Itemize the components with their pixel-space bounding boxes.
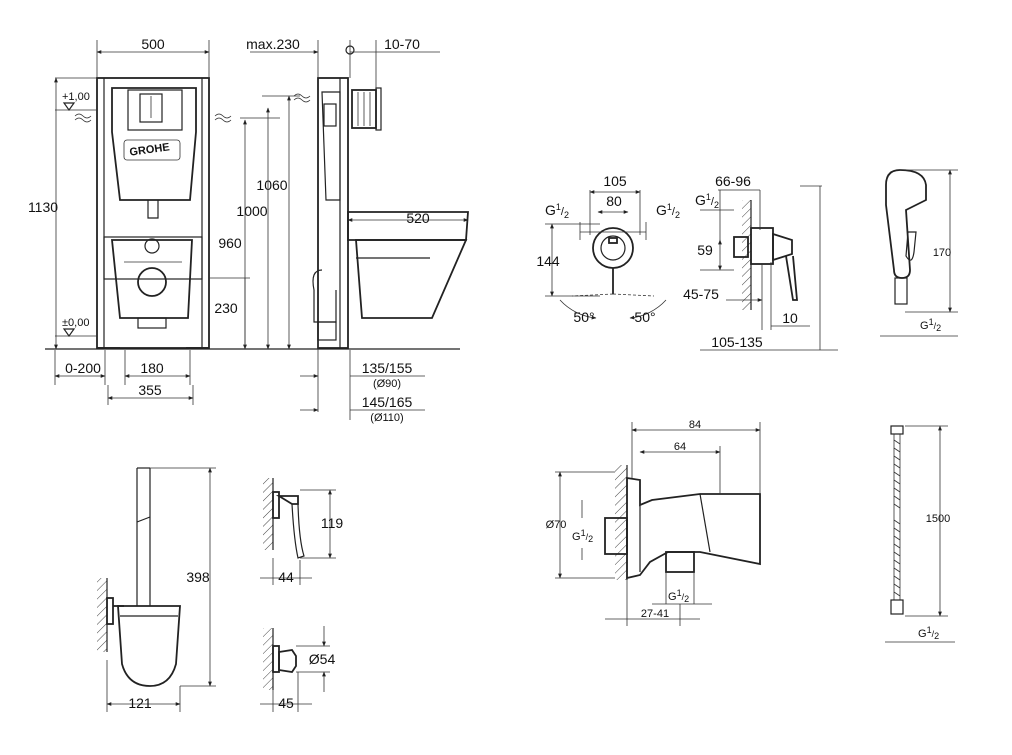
dim-outlet-135-155: 135/155 [362, 360, 413, 376]
dim-hook-diam-54: Ø54 [309, 651, 336, 667]
dim-0-200: 0-200 [65, 360, 101, 376]
dim-180: 180 [140, 360, 164, 376]
dim-outlet-145-165: 145/165 [362, 394, 413, 410]
level-bottom-label: ±0,00 [62, 317, 89, 329]
dim-mixer-144: 144 [536, 253, 560, 269]
angle-left-label: 50° [573, 309, 594, 325]
dim-bowl-length: 520 [406, 210, 430, 226]
brand-logo: GROHE [129, 141, 171, 158]
mixer-side-view: 66-96 G1/2 59 45-75 10 105-135 [683, 173, 838, 351]
dim-elbow-diam-70: Ø70 [546, 519, 567, 531]
hose-thread-label: G1/2 [918, 625, 939, 641]
dim-frame-width: 500 [141, 36, 165, 52]
hand-sprayer: 170 G1/2 [880, 169, 958, 337]
elbow-thread-in-label: G1/2 [572, 528, 593, 544]
dim-mixer-59: 59 [697, 242, 713, 258]
dim-elbow-64: 64 [674, 441, 686, 453]
robe-hook: Ø54 45 [260, 626, 335, 712]
level-top-label: +1,00 [62, 91, 90, 103]
dim-height-960: 960 [218, 235, 242, 251]
paper-holder: 119 44 [260, 478, 343, 585]
shower-hose: 1500 G1/2 [885, 425, 955, 643]
thread-left-label: G1/2 [545, 202, 569, 220]
dim-elbow-84: 84 [689, 419, 701, 431]
dim-brush-398: 398 [186, 569, 210, 585]
dim-sprayer-170: 170 [933, 247, 951, 259]
thread-right-label: G1/2 [656, 202, 680, 220]
dim-hose-1500: 1500 [926, 513, 950, 525]
dim-max-230: max.230 [246, 36, 300, 52]
mixer-front-view: 105 80 G1/2 G1/2 144 50° 50° [536, 173, 680, 325]
dim-mixer-105: 105 [603, 173, 627, 189]
angle-right-label: 50° [634, 309, 655, 325]
elbow-thread-out-label: G1/2 [668, 588, 689, 604]
dim-10-70: 10-70 [384, 36, 420, 52]
wall-elbow: 84 64 Ø70 G1/2 G1/2 27-41 [546, 419, 761, 626]
dim-height-230: 230 [214, 300, 238, 316]
thread-side-label: G1/2 [695, 192, 719, 210]
sprayer-thread-label: G1/2 [920, 317, 941, 333]
dim-height-1000: 1000 [236, 203, 267, 219]
dim-height-1130: 1130 [28, 199, 58, 215]
dim-mixer-66-96: 66-96 [715, 173, 751, 189]
dim-elbow-27-41: 27-41 [641, 608, 669, 620]
dim-brush-121: 121 [128, 695, 152, 711]
dim-outlet-diam-110: (Ø110) [370, 412, 403, 424]
dim-mixer-45-75: 45-75 [683, 286, 719, 302]
dim-mixer-80: 80 [606, 193, 622, 209]
dim-355: 355 [138, 382, 162, 398]
dim-mixer-10: 10 [782, 310, 798, 326]
dim-mixer-105-135: 105-135 [711, 334, 763, 350]
dim-holder-119: 119 [321, 515, 344, 531]
dim-hook-45: 45 [278, 695, 294, 711]
toilet-brush: 398 121 [97, 467, 216, 712]
dim-outlet-diam-90: (Ø90) [373, 378, 401, 390]
frame-front-view: GROHE +1,00 ±0,00 500 1130 [28, 36, 460, 405]
frame-side-view: max.230 10-70 520 135/155 (Ø90) 145/165 … [246, 36, 469, 424]
dim-height-1060: 1060 [256, 177, 287, 193]
dim-holder-44: 44 [278, 569, 294, 585]
